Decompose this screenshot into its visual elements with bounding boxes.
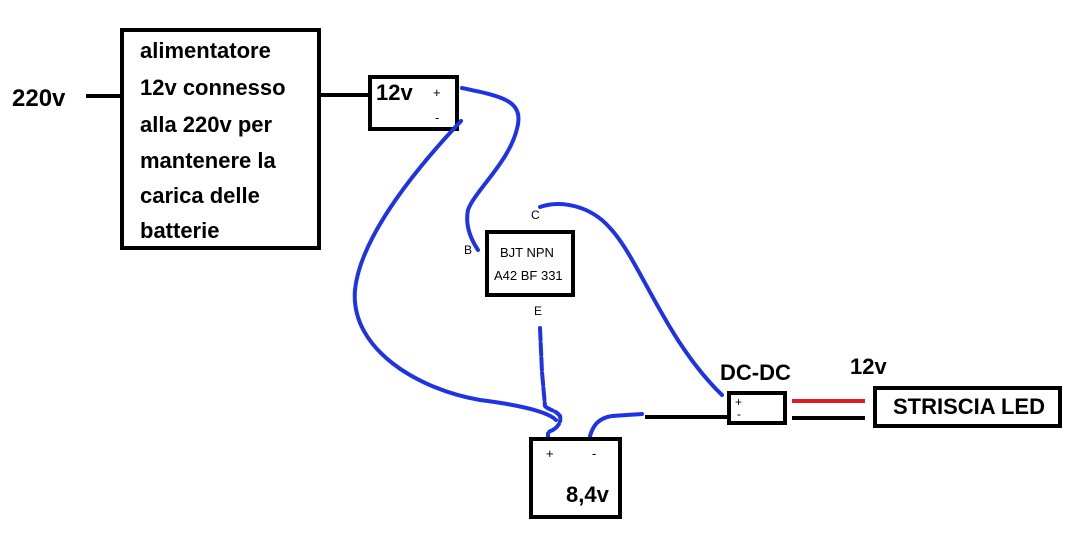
battery-label: 8,4v bbox=[566, 482, 610, 507]
power-supply-line-1: alimentatore bbox=[140, 38, 271, 63]
dcdc-title: DC-DC bbox=[720, 360, 791, 385]
led-strip-box bbox=[873, 386, 1062, 428]
power-supply-line-4: mantenere la bbox=[140, 148, 276, 173]
wire-minus-to-battery bbox=[352, 119, 558, 422]
power-supply-line-6: batterie bbox=[140, 218, 219, 243]
supply-output-plus: + bbox=[433, 85, 441, 100]
power-supply-line-2: 12v connesso bbox=[140, 75, 286, 100]
output-voltage-label: 12v bbox=[850, 354, 887, 379]
wire-plus-to-base bbox=[460, 86, 521, 252]
led-strip-label: STRISCIA LED bbox=[893, 394, 1045, 419]
power-supply-box bbox=[120, 28, 321, 250]
dcdc-plus: + bbox=[735, 395, 742, 409]
battery-box bbox=[529, 437, 622, 519]
wire-emitter-to-battery-plus bbox=[538, 326, 563, 440]
battery-minus: - bbox=[592, 446, 596, 461]
power-supply-line-5: carica delle bbox=[140, 183, 260, 208]
dcdc-box bbox=[727, 391, 787, 425]
input-voltage-label: 220v bbox=[12, 85, 66, 112]
battery-plus: + bbox=[546, 446, 554, 461]
supply-output-minus: - bbox=[435, 110, 439, 125]
dcdc-minus: - bbox=[737, 407, 741, 421]
power-supply-line-3: alla 220v per bbox=[140, 112, 273, 137]
transistor-box bbox=[485, 230, 575, 297]
supply-output-label: 12v bbox=[376, 80, 413, 105]
transistor-pin-emitter: E bbox=[534, 304, 542, 318]
transistor-line-2: A42 BF 331 bbox=[494, 268, 563, 283]
wire-battery-minus-link bbox=[588, 412, 644, 438]
transistor-pin-collector: C bbox=[531, 208, 540, 222]
supply-output-box bbox=[368, 75, 459, 131]
transistor-line-1: BJT NPN bbox=[500, 245, 554, 260]
transistor-pin-base: B bbox=[464, 243, 472, 257]
wire-collector-to-dcdc bbox=[538, 202, 724, 397]
